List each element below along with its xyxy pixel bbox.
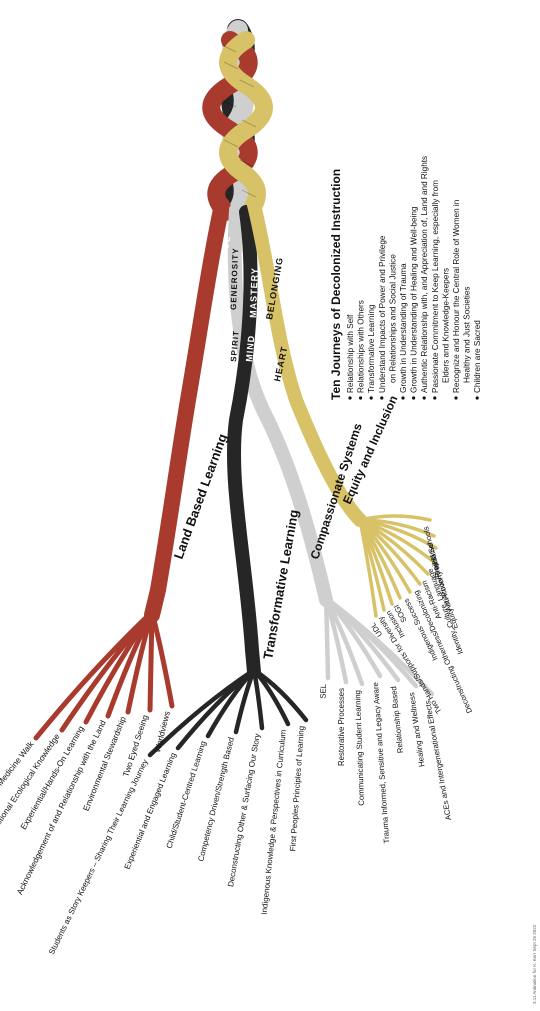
journey-bullet — [412, 396, 415, 399]
compassionate-branch-label: Trauma Informed, Sensitive and Legacy Aw… — [371, 682, 391, 844]
journey-item: on Relationships and Social Justice — [388, 254, 397, 383]
journey-bullet — [348, 396, 351, 399]
journey-item: Relationship with Self — [346, 314, 355, 393]
journey-item: Passionate Commitment to Keep Learning, … — [431, 180, 440, 393]
journey-item: Elders and Knowledge-Keepers — [441, 268, 450, 383]
compassionate-branch-label: Restorative Processes — [337, 688, 346, 766]
journey-bullet — [401, 396, 404, 399]
land-branch-label: Worldviews — [152, 710, 172, 753]
journey-item: Authentic Relationship with, and Appreci… — [420, 156, 429, 393]
journey-item: Recognize and Honour the Central Role of… — [452, 199, 461, 393]
journey-item: Children are Sacred — [473, 320, 482, 393]
compassionate-branch-label: Relationship Based — [389, 686, 405, 754]
journeys-title: Ten Journeys of Decolonized Instruction — [329, 169, 343, 400]
braid — [211, 30, 264, 212]
journey-item: Understand Impacts of Power and Privileg… — [378, 235, 387, 393]
journey-item: Growth in Understanding of Healing and W… — [410, 206, 419, 393]
credit-text: 3.11 Animation for K. Kerr Sept 26 2022 — [532, 924, 537, 1004]
journey-item: Transformative Learning — [367, 304, 376, 393]
journey-item: Relationships with Others — [357, 300, 366, 393]
journey-item: Growth in Understanding of Trauma — [399, 263, 408, 393]
journey-bullet — [423, 396, 426, 399]
compassionate-branch-label: Communicating Student Learning — [353, 690, 366, 806]
journey-bullet — [476, 396, 479, 399]
journey-bullet — [454, 396, 457, 399]
transformative-branch-label: Indigenous Knowledge & Perspectives in C… — [260, 729, 288, 915]
journey-bullet — [370, 396, 373, 399]
branch-labels: Personal & Professional Medicine WalkTra… — [0, 525, 474, 956]
journeys-panel: Ten Journeys of Decolonized Instruction … — [329, 156, 482, 400]
compassionate-branch-label: SEL — [318, 683, 328, 699]
journey-bullet — [359, 396, 362, 399]
journey-bullet — [433, 396, 436, 399]
branch-title-transformative: Transformative Learning — [260, 508, 301, 660]
journey-bullet — [380, 396, 383, 399]
black-label-mind: MIND — [244, 334, 256, 362]
land-fan-strand — [150, 612, 152, 710]
compassionate-branch-label: ACEs and Intergenerational Effects — [423, 700, 453, 821]
black-label-mastery: MASTERY — [248, 267, 260, 318]
transformative-branch-label: First Peoples Principles of Learning — [288, 726, 306, 852]
journey-item: Healthy and Just Societies — [463, 287, 472, 383]
land-fan-strand — [152, 612, 172, 706]
